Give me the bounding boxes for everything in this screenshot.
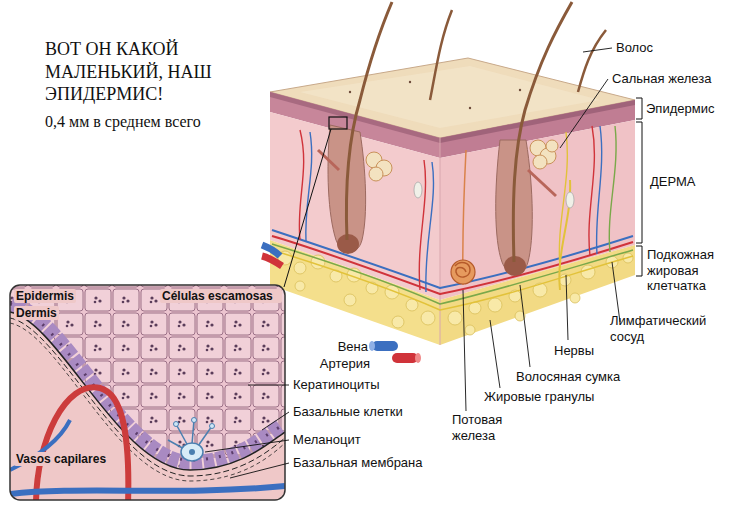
part-label: Вена xyxy=(300,339,368,355)
note-text: 0,4 мм в среднем всего xyxy=(45,112,285,131)
part-label: Артерия xyxy=(296,356,370,372)
part-label: Меланоцит xyxy=(293,432,361,448)
part-label: Жировые гранулы xyxy=(484,389,594,405)
part-label: Волосяная сумка xyxy=(516,369,620,385)
part-label: Сальная железа xyxy=(612,71,711,87)
inset-label: Epidermis xyxy=(14,289,76,303)
heading-text: ВОТ ОН КАКОЙ МАЛЕНЬКИЙ, НАШ ЭПИДЕРМИС! xyxy=(45,38,250,106)
layer-label: Подкожная жировая клетчатка xyxy=(647,247,745,294)
part-label: Базальная мембрана xyxy=(293,455,423,471)
inset-label: Células escamosas xyxy=(160,289,282,303)
layer-label: Эпидермис xyxy=(646,101,714,117)
part-label: Нервы xyxy=(554,343,594,359)
part-label: Кератиноциты xyxy=(293,377,380,393)
part-label: Волос xyxy=(616,40,653,56)
inset-label: Dermis xyxy=(14,306,59,320)
part-label: Потовая железа xyxy=(452,412,526,443)
part-label: Лимфатический сосуд xyxy=(610,313,722,344)
inset-label: Vasos capilares xyxy=(14,452,108,466)
part-label: Базальные клетки xyxy=(293,404,403,420)
layer-label: ДЕРМА xyxy=(650,174,696,190)
